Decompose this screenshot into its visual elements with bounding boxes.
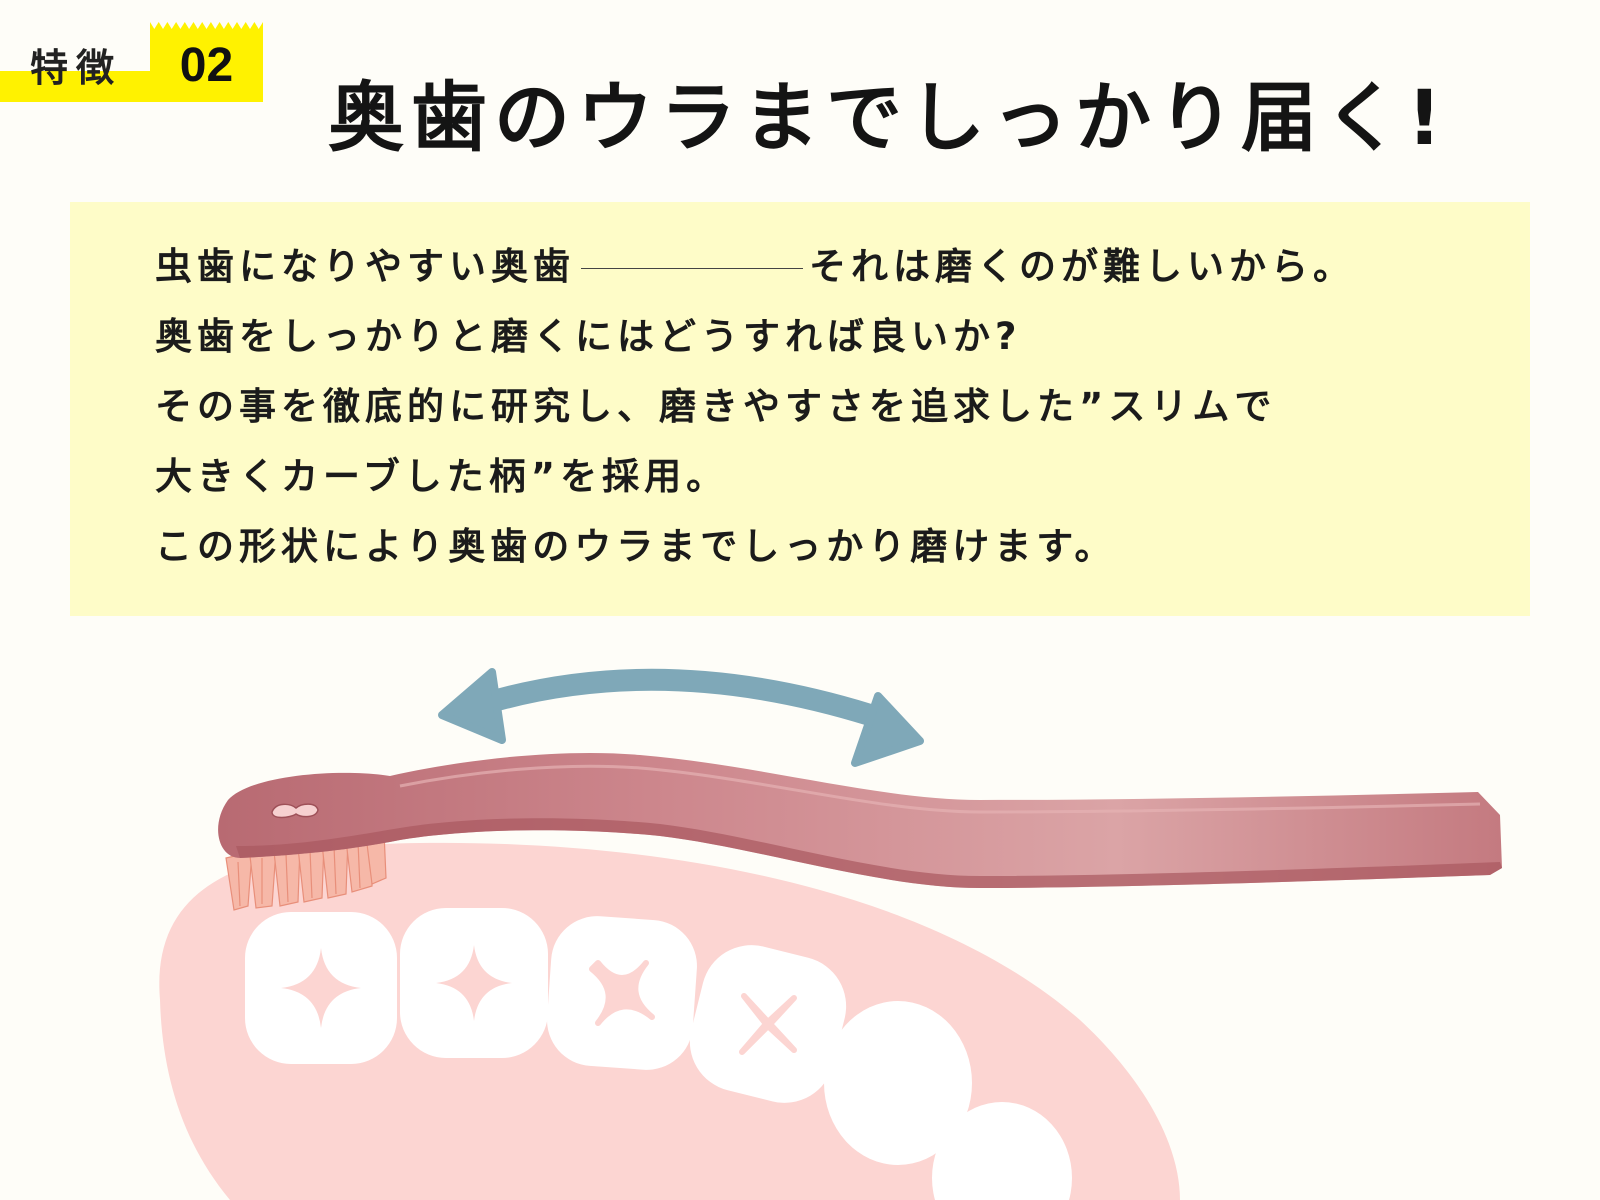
badge-stripe — [0, 71, 160, 102]
tooth-5 — [824, 1001, 972, 1165]
page-title: 奥歯のウラまでしっかり届く! — [328, 73, 1449, 162]
badge-label: 特徴 — [30, 46, 123, 90]
motion-arrow — [438, 668, 924, 767]
dash-line — [581, 268, 803, 269]
tooth-2 — [400, 908, 548, 1058]
hang-hole — [271, 803, 319, 819]
intro-panel — [70, 202, 1530, 616]
intro-line-1-before: 虫歯になりやすい奥歯 — [155, 245, 575, 288]
intro-line-1: 虫歯になりやすい奥歯 それは磨くのが難しいから。 — [155, 232, 1485, 302]
intro-line-5: この形状により奥歯のウラまでしっかり磨けます。 — [155, 525, 1117, 568]
tooth-3 — [547, 916, 697, 1070]
tooth-4 — [689, 945, 847, 1103]
badge-zigzag — [150, 22, 263, 32]
bristles — [225, 831, 387, 911]
toothbrush-illustration — [159, 668, 1502, 1200]
intro-line-4: 大きくカーブした柄”を採用。 — [155, 455, 729, 498]
toothbrush — [218, 752, 1502, 911]
intro-line-1-after: それは磨くのが難しいから。 — [809, 245, 1355, 288]
tooth-1 — [245, 912, 397, 1064]
tooth-6 — [932, 1102, 1072, 1200]
intro-line-3: その事を徹底的に研究し、磨きやすさを追求した”スリムで — [155, 385, 1277, 428]
badge-number: 02 — [179, 39, 234, 92]
badge-number-box — [150, 30, 263, 102]
intro-line-2: 奥歯をしっかりと磨くにはどうすれば良いか? — [155, 315, 1022, 358]
toothbrush-handle — [218, 752, 1502, 888]
intro-text: 虫歯になりやすい奥歯 それは磨くのが難しいから。 奥歯をしっかりと磨くにはどうすれ… — [155, 232, 1485, 582]
